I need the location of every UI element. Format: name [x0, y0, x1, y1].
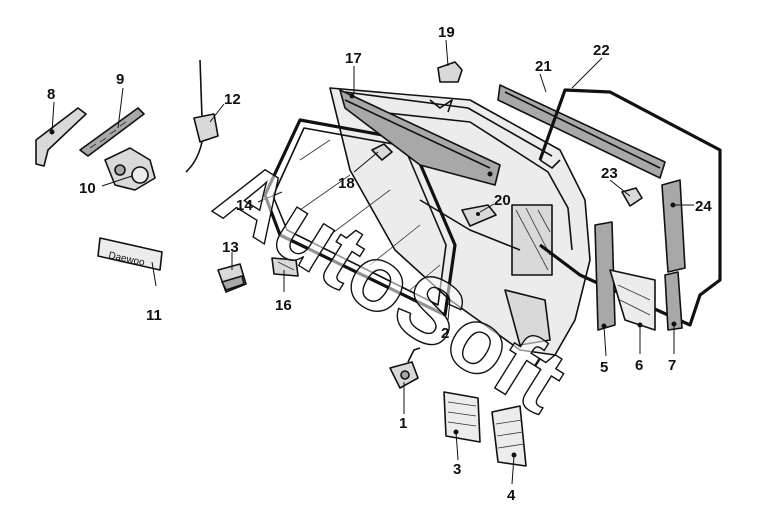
callout-1: 1: [399, 415, 407, 432]
callout-19: 19: [438, 24, 455, 41]
side-trim-panel-5: [594, 221, 616, 331]
callout-20: 20: [494, 192, 511, 209]
callout-17: 17: [345, 50, 362, 67]
side-trim-panel-24: [661, 179, 686, 273]
callout-6: 6: [635, 357, 643, 374]
callout-8: 8: [47, 86, 55, 103]
tail-lamp-lens-3: [443, 391, 481, 443]
clip-23: [621, 187, 643, 207]
callout-12: 12: [224, 91, 241, 108]
callout-11: 11: [146, 307, 162, 324]
washer-pump-assembly: [185, 59, 219, 173]
wiper-arm: [35, 107, 87, 167]
roof-trim-strip: [497, 84, 666, 179]
callout-21: 21: [535, 58, 552, 75]
callout-labels: 1 2 3 4 5 6 7 8 9 10 11 12 13 14 16 17 1…: [47, 24, 712, 504]
callout-18: 18: [338, 175, 355, 192]
wiper-blade: [79, 107, 145, 157]
license-lamp-16: [271, 257, 299, 277]
callout-14: 14: [236, 197, 253, 214]
latch-housing: [504, 289, 551, 346]
callout-9: 9: [116, 71, 124, 88]
callout-5: 5: [600, 359, 608, 376]
callout-16: 16: [275, 297, 292, 314]
tail-lamp-lens-4: [491, 405, 527, 467]
license-lamp-13: [217, 263, 247, 293]
side-trim-panel-6: [609, 269, 656, 331]
callout-23: 23: [601, 165, 618, 182]
callout-10: 10: [79, 180, 96, 197]
rear-spoiler: [339, 89, 501, 186]
side-trim-panel-7: [664, 271, 683, 331]
bracket-19: [437, 61, 463, 83]
handle-20: [461, 204, 497, 227]
leader-lines: [51, 39, 694, 485]
wiper-motor: [104, 147, 156, 191]
callout-24: 24: [695, 198, 712, 215]
callout-7: 7: [668, 357, 676, 374]
callout-4: 4: [507, 487, 516, 504]
tailgate-panel: [329, 87, 591, 356]
grommet-18: [371, 143, 393, 161]
callout-13: 13: [222, 239, 239, 256]
callout-22: 22: [593, 42, 610, 59]
callout-2: 2: [441, 325, 449, 342]
rear-fog-lamp: [389, 347, 421, 389]
callout-3: 3: [453, 461, 461, 478]
